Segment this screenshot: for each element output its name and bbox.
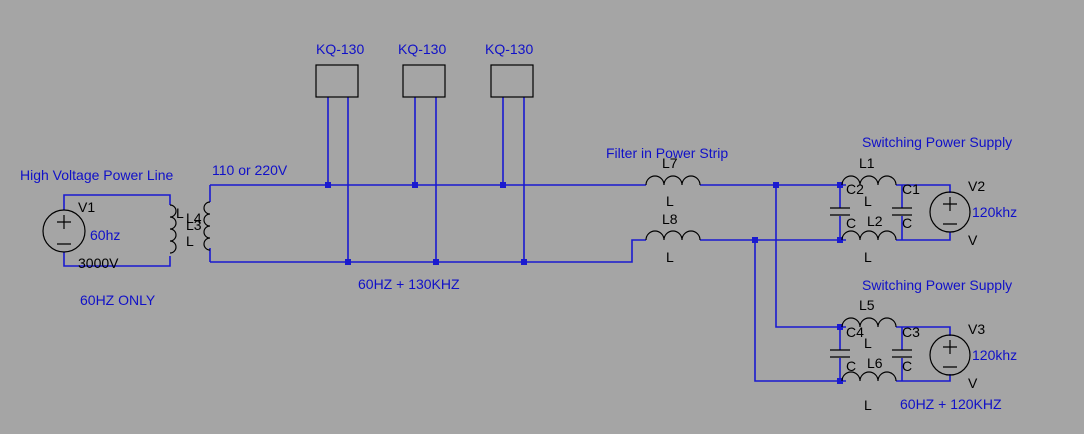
capacitor-c4 [830,349,850,358]
v3-name: V3 [968,321,985,337]
l8-value: L [666,249,674,265]
wire-branch-top [775,185,846,328]
filter-label: Filter in Power Strip [606,145,728,161]
wire-kq2 [414,97,437,262]
wire-kq1 [327,97,349,262]
junctions [325,182,843,384]
sps2-label: Switching Power Supply [862,277,1012,293]
c4-value: C [846,358,856,374]
wires [63,97,951,382]
voltage-source-v3 [929,334,971,376]
l4-name: L4 [186,210,202,226]
wire-branch-bottom [754,240,846,382]
wire-v2-bottom [896,232,951,241]
l1-name: L1 [859,155,875,171]
l7-value: L [666,193,674,209]
sps1-label: Switching Power Supply [862,134,1012,150]
junction [837,324,843,330]
inductor-l1 [841,175,897,186]
capacitor-c2 [830,207,850,216]
wire-bottom-rail [210,239,646,263]
voltage-label: 110 or 220V [212,162,288,178]
transformer [169,201,211,254]
freq-bottom-label: 60HZ + 120KHZ [900,396,1002,412]
voltage-source-v1 [42,209,86,253]
voltage-source-v2 [929,191,971,233]
inductor-l2 [841,230,897,241]
c3-name: C3 [902,324,920,340]
kq130-device [490,64,534,98]
l8-name: L8 [662,211,678,227]
l5-value: L [864,335,872,351]
freq-mid-label: 60HZ + 130KHZ [358,276,460,292]
junction [325,182,331,188]
c2-name: C2 [846,181,864,197]
junction [837,237,843,243]
l6-value: L [864,397,872,413]
v2-name: V2 [968,178,985,194]
xfmr-l2-value: L [186,233,194,249]
xfmr-l1-value: L [176,205,184,221]
junction [433,259,439,265]
l2-value: L [864,249,872,265]
kq1-label: KQ-130 [316,41,364,57]
hv-line-label: High Voltage Power Line [20,167,174,183]
inductor-l8 [645,230,701,241]
wire-v1-bottom [63,252,171,267]
junction [837,378,843,384]
wire-v3-bottom [896,374,951,382]
kq3-label: KQ-130 [485,41,533,57]
junction [412,182,418,188]
junction [752,237,758,243]
l3-name: L3 [186,217,202,233]
capacitor-c3 [892,349,912,358]
v1-value: 3000V [78,255,119,271]
inductor-l5 [841,317,897,328]
l1-value: L [864,193,872,209]
junction [521,259,527,265]
junction [773,182,779,188]
c1-name: C1 [902,181,920,197]
kq2-label: KQ-130 [398,41,446,57]
kq130-device [315,64,359,98]
freq-only-label: 60HZ ONLY [80,292,156,308]
l2-name: L2 [867,213,883,229]
l7-name: L7 [662,155,678,171]
v1-name: V1 [78,199,95,215]
junction [500,182,506,188]
l6-name: L6 [867,355,883,371]
wire-v1-top [63,194,171,210]
inductor-l6 [841,371,897,382]
junction [837,182,843,188]
junction [345,259,351,265]
inductor-l7 [645,175,701,186]
v3-value: V [968,375,978,391]
l5-name: L5 [859,297,875,313]
v3-freq-label: 120khz [972,347,1017,363]
capacitor-c1 [892,207,912,216]
c3-value: C [902,358,912,374]
wire-kq3 [502,97,525,262]
v1-freq-label: 60hz [90,227,120,243]
wire-v2-top [896,184,951,193]
c1-value: C [902,215,912,231]
v2-freq-label: 120khz [972,204,1017,220]
wire-v3-top [896,326,951,336]
c4-name: C4 [846,324,864,340]
kq130-device [402,64,446,98]
c2-value: C [846,215,856,231]
v2-value: V [968,232,978,248]
